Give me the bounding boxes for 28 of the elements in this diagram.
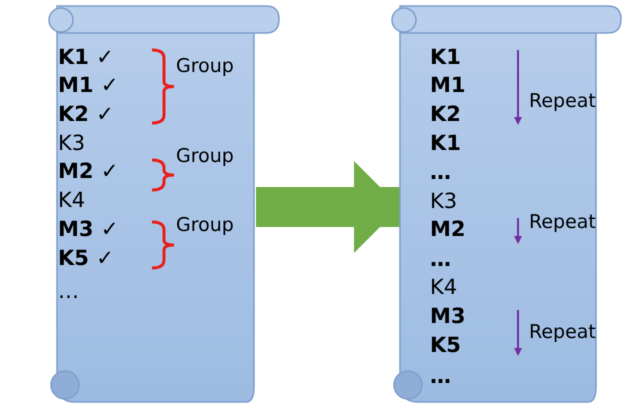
list-item: K1 xyxy=(430,45,461,69)
list-item: M1 xyxy=(430,73,466,97)
list-item: … xyxy=(430,160,451,184)
list-item: K1 ✓ xyxy=(58,45,114,69)
list-item: K3 xyxy=(430,189,458,213)
list-item: M1 ✓ xyxy=(58,73,118,97)
list-item: K2 ✓ xyxy=(58,102,114,126)
list-item: M2 ✓ xyxy=(58,159,118,183)
list-item: K2 xyxy=(430,102,461,126)
annotation-label: Repeat xyxy=(529,321,596,343)
list-item: K4 xyxy=(430,275,458,299)
annotation-label: Repeat xyxy=(529,211,596,233)
list-item: … xyxy=(430,364,451,388)
annotation-label: Group xyxy=(176,145,234,167)
list-item: M3 ✓ xyxy=(58,217,118,241)
list-item: K5 ✓ xyxy=(58,246,114,270)
annotation-label: Repeat xyxy=(529,90,596,112)
list-item: K3 xyxy=(58,131,86,155)
annotation-label: Group xyxy=(176,214,234,236)
list-item: M2 xyxy=(430,217,466,241)
list-item: K5 xyxy=(430,333,461,357)
list-item: … xyxy=(58,279,79,303)
list-item: K1 xyxy=(430,131,461,155)
list-item: M3 xyxy=(430,304,466,328)
annotation-label: Group xyxy=(176,55,234,77)
list-item: K4 xyxy=(58,188,86,212)
list-item: … xyxy=(430,247,451,271)
arrow xyxy=(256,161,400,253)
